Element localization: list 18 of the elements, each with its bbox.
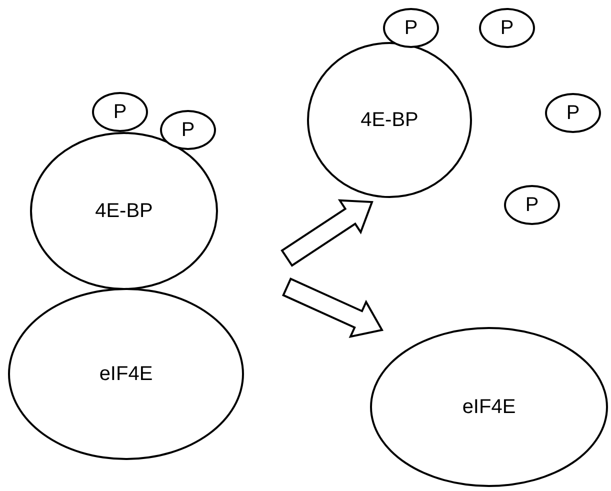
phosphate-circle <box>504 185 560 225</box>
block-arrow <box>282 277 384 338</box>
phosphate-circle <box>479 8 535 48</box>
node-label: P <box>404 18 418 38</box>
node-label: eIF4E <box>99 364 153 384</box>
node-label: P <box>181 120 195 140</box>
block-arrow <box>280 199 374 267</box>
node-label: 4E-BP <box>360 110 418 130</box>
phosphate-circle <box>92 92 148 132</box>
phosphate-circle <box>383 8 439 48</box>
phosphate-circle <box>545 93 601 133</box>
node-label: P <box>500 18 514 38</box>
node-label: 4E-BP <box>95 201 153 221</box>
node-label: P <box>566 103 580 123</box>
phosphate-circle <box>160 110 216 150</box>
node-label: eIF4E <box>462 397 516 417</box>
node-label: P <box>525 195 539 215</box>
node-label: P <box>113 102 127 122</box>
